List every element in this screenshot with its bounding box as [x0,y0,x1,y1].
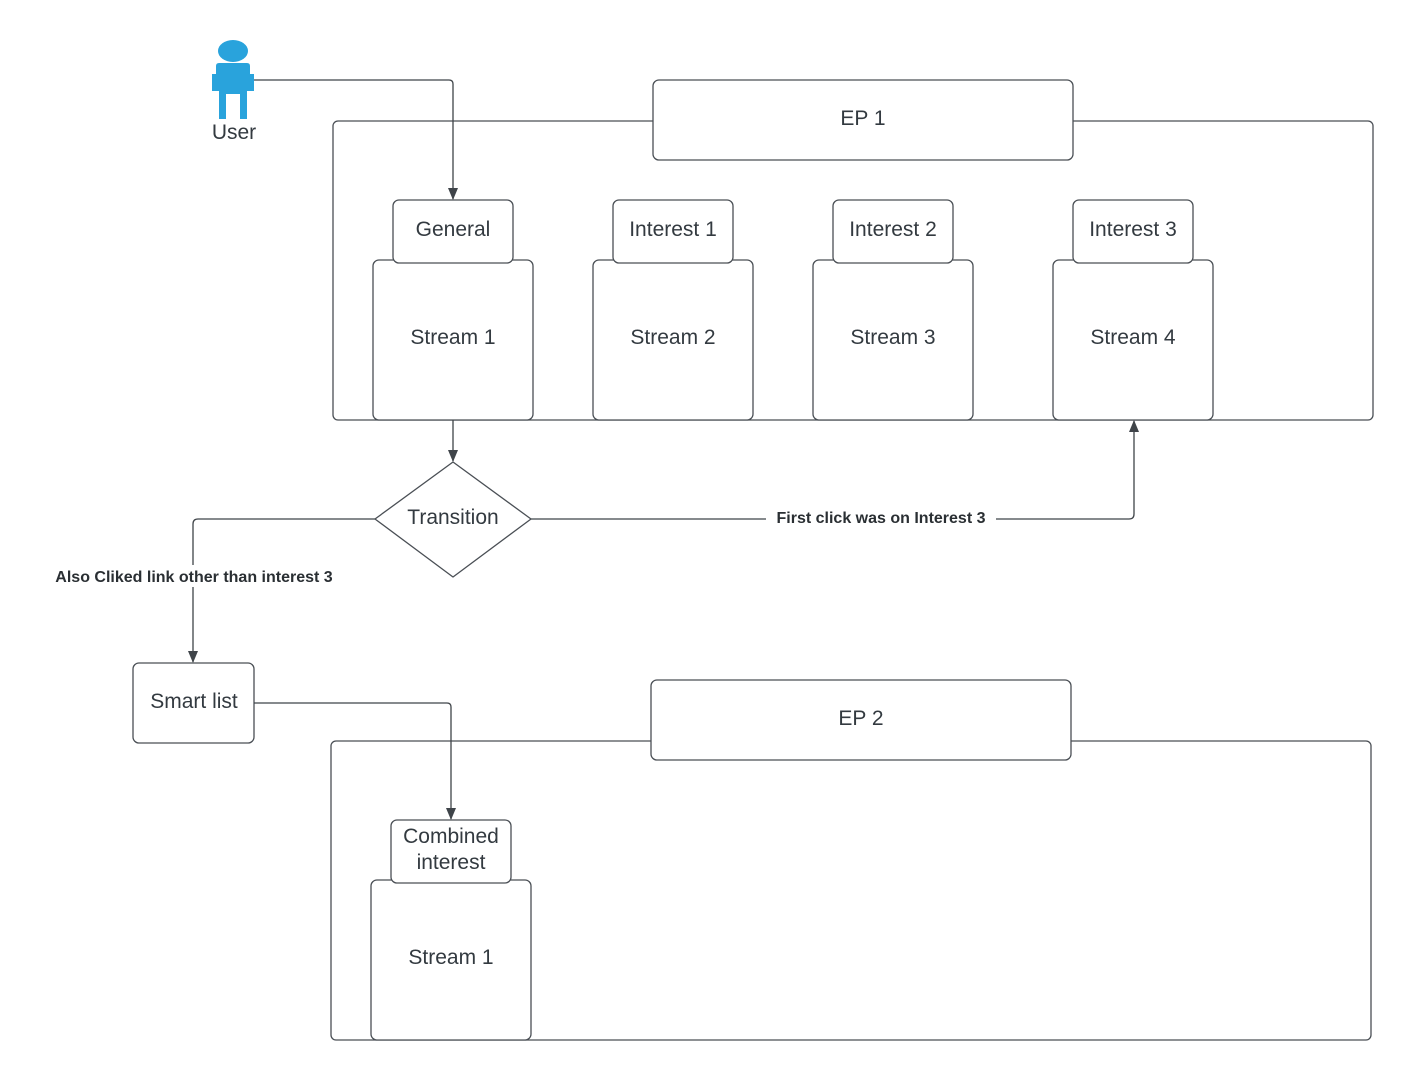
edge-transition-to-smart-list [188,518,375,663]
ep2-title: EP 2 [838,707,883,730]
stream-label: Stream 4 [1090,326,1176,349]
edge-transition-to-stream4 [531,420,1139,520]
stream-label: Stream 1 [408,946,493,969]
edge-smart-list-to-combined [254,702,456,820]
tag-box [392,199,514,264]
tag-box [1072,199,1194,264]
stream-label: Stream 3 [850,326,935,349]
edge-user-to-general [254,79,458,200]
tag-label-line2: interest [417,851,486,874]
ep1-title-box [652,79,1074,161]
ep1-stream-group-2: Interest 1 Stream 2 [592,199,754,421]
also-clicked-label: Also Cliked link other than interest 3 [55,569,332,586]
tag-box [612,199,734,264]
edge-label-bg [766,508,996,528]
ep1-stream-group-4: Interest 3 Stream 4 [1052,199,1214,421]
first-click-label: First click was on Interest 3 [777,510,986,527]
tag-box [390,819,512,884]
ep1-stream-group-1: General Stream 1 [372,199,534,421]
edge-label-bg [40,565,348,587]
tag-label: General [416,218,491,241]
tag-label: Interest 3 [1089,218,1177,241]
user-label: User [212,121,256,144]
transition-diamond [374,461,532,578]
transition-label: Transition [407,506,498,529]
stream-label: Stream 1 [410,326,495,349]
person-icon [212,40,254,119]
tag-label-line1: Combined [403,825,499,848]
smart-list-label: Smart list [150,690,238,713]
ep1-stream-group-3: Interest 2 Stream 3 [812,199,974,421]
ep1-title: EP 1 [840,107,885,130]
tag-label: Interest 2 [849,218,937,241]
ep2-stream-group-1: Combined interest Stream 1 [370,819,532,1041]
ep2-title-box [650,679,1072,761]
tag-box [832,199,954,264]
tag-label: Interest 1 [629,218,717,241]
stream-label: Stream 2 [630,326,715,349]
